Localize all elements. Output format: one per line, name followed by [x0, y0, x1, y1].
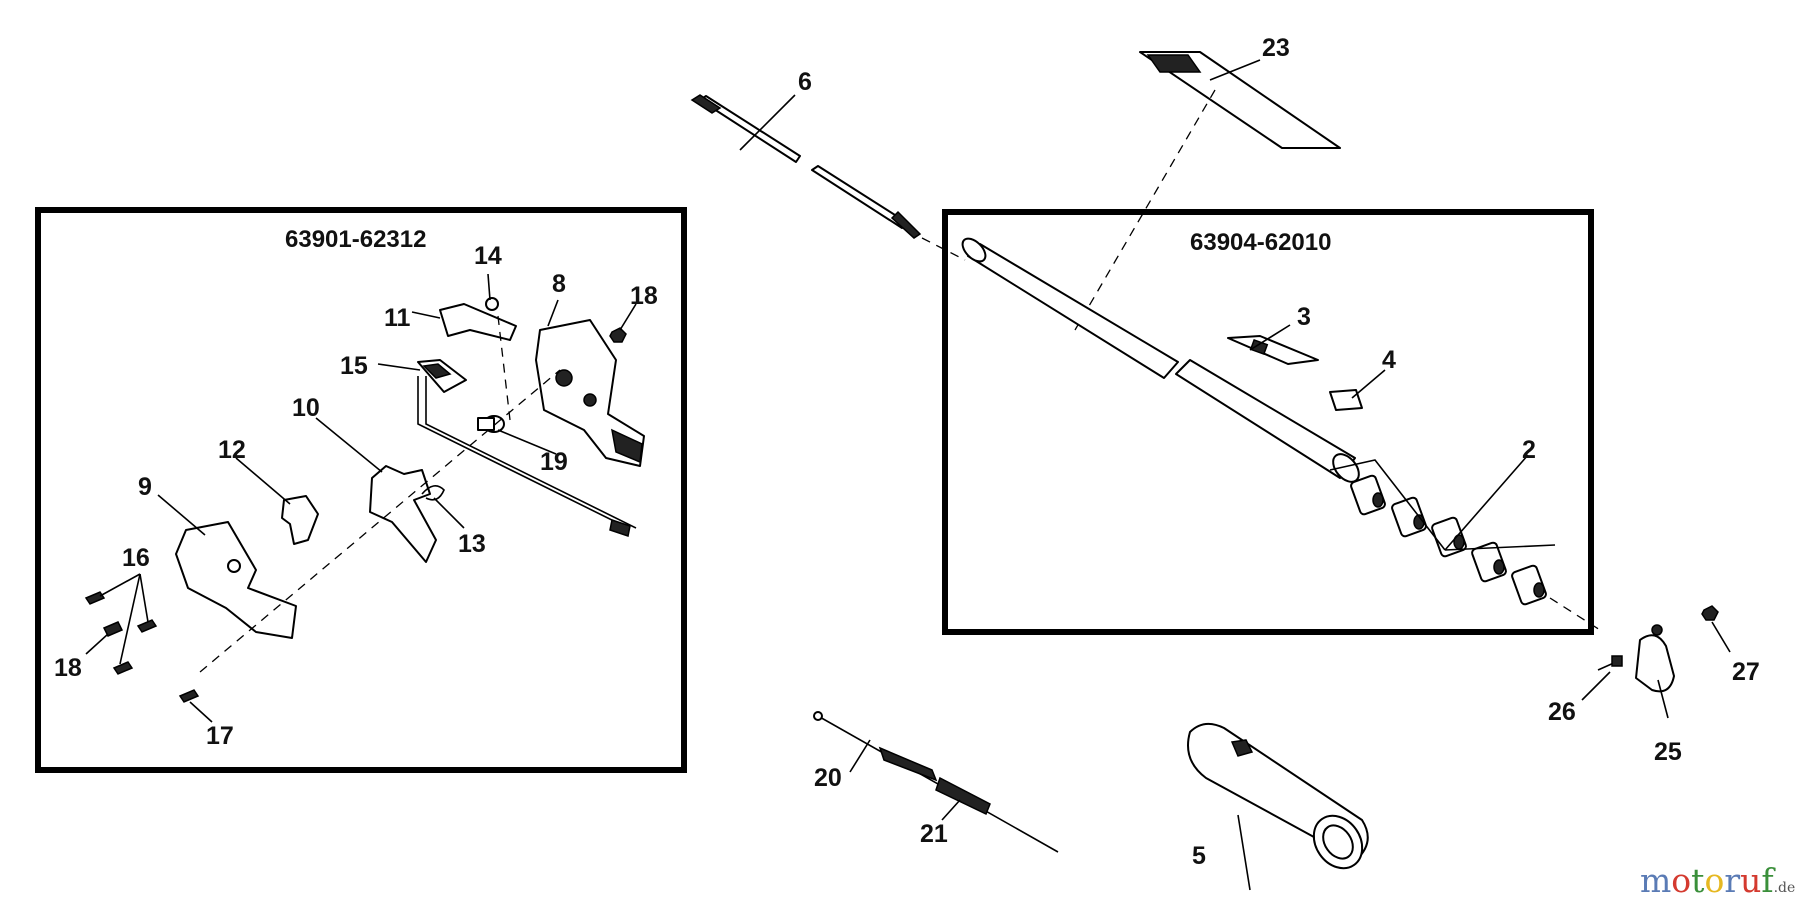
part-3-label — [1227, 335, 1319, 365]
wm-letter: t — [1691, 861, 1704, 900]
kit-box-shaft — [942, 209, 1594, 635]
wm-letter: u — [1740, 861, 1761, 900]
callout-18: 18 — [54, 654, 82, 682]
watermark-logo: motoruf.de — [1640, 861, 1795, 900]
part-19-nut — [609, 327, 627, 343]
part-13-spring — [421, 485, 445, 501]
callout-2: 2 — [1522, 436, 1536, 464]
bushing — [1431, 516, 1467, 558]
kit-box-throttle — [35, 207, 687, 773]
bushing — [1471, 541, 1507, 583]
part-21-22-throttle-cable — [813, 711, 1059, 853]
dash-23-to-tube — [1074, 89, 1216, 331]
callout-14: 14 — [474, 242, 502, 270]
part-11-lever — [439, 303, 517, 341]
callout-12: 12 — [218, 436, 246, 464]
part-17-screw — [178, 689, 200, 703]
wm-letter: f — [1761, 861, 1776, 900]
callout-9: 9 — [138, 473, 152, 501]
part-5-grip — [1187, 722, 1369, 870]
part-26-screw — [1597, 655, 1623, 671]
callout-16: 16 — [122, 544, 150, 572]
wm-letter: m — [1640, 861, 1671, 900]
callout-23: 23 — [1262, 34, 1290, 62]
kit-number-shaft: 63904-62010 — [1190, 229, 1331, 256]
callout-10: 10 — [292, 394, 320, 422]
callout-26: 26 — [1548, 698, 1576, 726]
part-outer-tube — [961, 237, 1360, 483]
part-8-housing — [535, 319, 645, 467]
callout-13: 13 — [458, 530, 486, 558]
callout-6: 6 — [798, 68, 812, 96]
callout-22: 21 — [920, 820, 948, 848]
callout-25: 25 — [1654, 738, 1682, 766]
dash-14-to-8 — [497, 315, 511, 421]
callout-5: 5 — [1192, 842, 1206, 870]
part-10-trigger — [369, 465, 437, 563]
part-20-pin — [477, 415, 505, 433]
callout-4: 4 — [1382, 346, 1396, 374]
wm-letter: o — [1671, 861, 1691, 900]
part-4-sticker — [1329, 389, 1363, 411]
part-6-drive-shaft — [690, 94, 922, 239]
part-2-bushings — [1350, 474, 1547, 606]
wm-letter: o — [1704, 861, 1724, 900]
callout-15: 15 — [340, 352, 368, 380]
part-14-spring — [485, 297, 499, 311]
part-15-switch-wire — [417, 359, 637, 537]
callout-21: 20 — [814, 764, 842, 792]
callout-17: 17 — [206, 722, 234, 750]
callout-20: 19 — [540, 448, 568, 476]
part-23-decal — [1139, 51, 1341, 149]
wm-suffix: .de — [1774, 880, 1796, 896]
part-9-housing-half — [175, 521, 297, 639]
part-25-clamp — [1635, 624, 1675, 693]
leader-lines — [85, 59, 1731, 891]
callout-8: 8 — [552, 270, 566, 298]
bushing — [1511, 564, 1547, 606]
part-12-lock-lever — [281, 495, 319, 545]
part-27-nut — [1701, 605, 1719, 621]
wm-letter: r — [1724, 861, 1740, 900]
callout-27: 27 — [1732, 658, 1760, 686]
part-18-screw — [102, 621, 124, 637]
callout-19: 18 — [630, 282, 658, 310]
kit-number-throttle: 63901-62312 — [285, 226, 426, 253]
dash-bushings-to-25 — [1549, 597, 1601, 631]
dash-throttle-assembly — [199, 369, 561, 673]
callout-3: 3 — [1297, 303, 1311, 331]
callout-11: 11 — [384, 304, 411, 332]
dash-6-to-tube — [921, 237, 966, 261]
bushing — [1350, 474, 1386, 516]
